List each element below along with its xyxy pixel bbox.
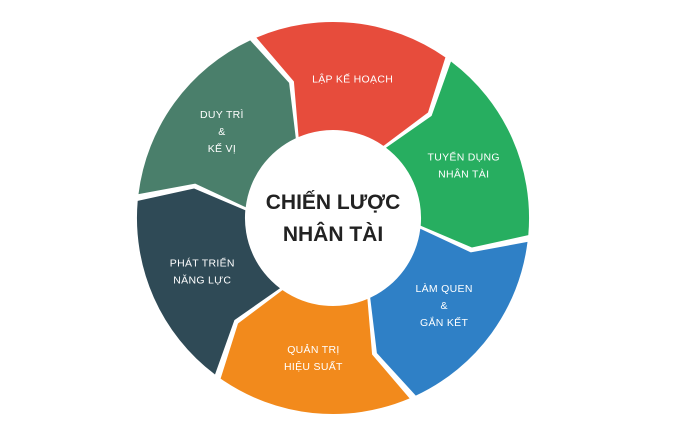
segment-label-duy-tri-line-1: DUY TRÌ (200, 108, 244, 121)
segment-lap-ke-hoach (256, 21, 446, 146)
segment-label-lam-quen-line-1: LÀM QUEN (415, 282, 472, 295)
center-title-line1: CHIẾN LƯỢC (266, 191, 401, 214)
segment-label-lap-ke-hoach-line-1: LẬP KẾ HOẠCH (312, 72, 393, 85)
segment-label-phat-trien-line-1: PHÁT TRIỂN (170, 256, 235, 269)
center-title-line2: NHÂN TÀI (283, 222, 383, 246)
cycle-segments (136, 21, 530, 415)
segment-phat-trien (136, 188, 280, 375)
cycle-labels: LẬP KẾ HOẠCH TUYỂN DỤNG NHÂN TÀI LÀM QUEN & G… (170, 72, 500, 373)
segment-label-lam-quen-line-2: & (440, 300, 447, 312)
segment-label-tuyen-dung-line-1: TUYỂN DỤNG (427, 151, 499, 164)
center-circle (253, 138, 413, 298)
segment-label-phat-trien-line-2: NĂNG LỰC (173, 273, 231, 286)
segment-lam-quen (370, 228, 528, 396)
center-hub: CHIẾN LƯỢC NHÂN TÀI (253, 138, 413, 298)
segment-duy-tri (138, 40, 296, 208)
segment-quan-tri (220, 290, 410, 415)
segment-tuyen-dung (386, 61, 530, 248)
segment-label-lam-quen-line-3: GẮN KẾT (420, 316, 468, 329)
segment-label-duy-tri-line-2: & (218, 126, 225, 138)
segment-label-duy-tri-line-3: KẾ VỊ (208, 142, 236, 155)
segment-label-quan-tri-line-2: HIỆU SUẤT (284, 360, 343, 373)
segment-label-quan-tri-line-1: QUẢN TRỊ (287, 343, 339, 356)
segment-label-tuyen-dung-line-2: NHÂN TÀI (438, 168, 489, 181)
